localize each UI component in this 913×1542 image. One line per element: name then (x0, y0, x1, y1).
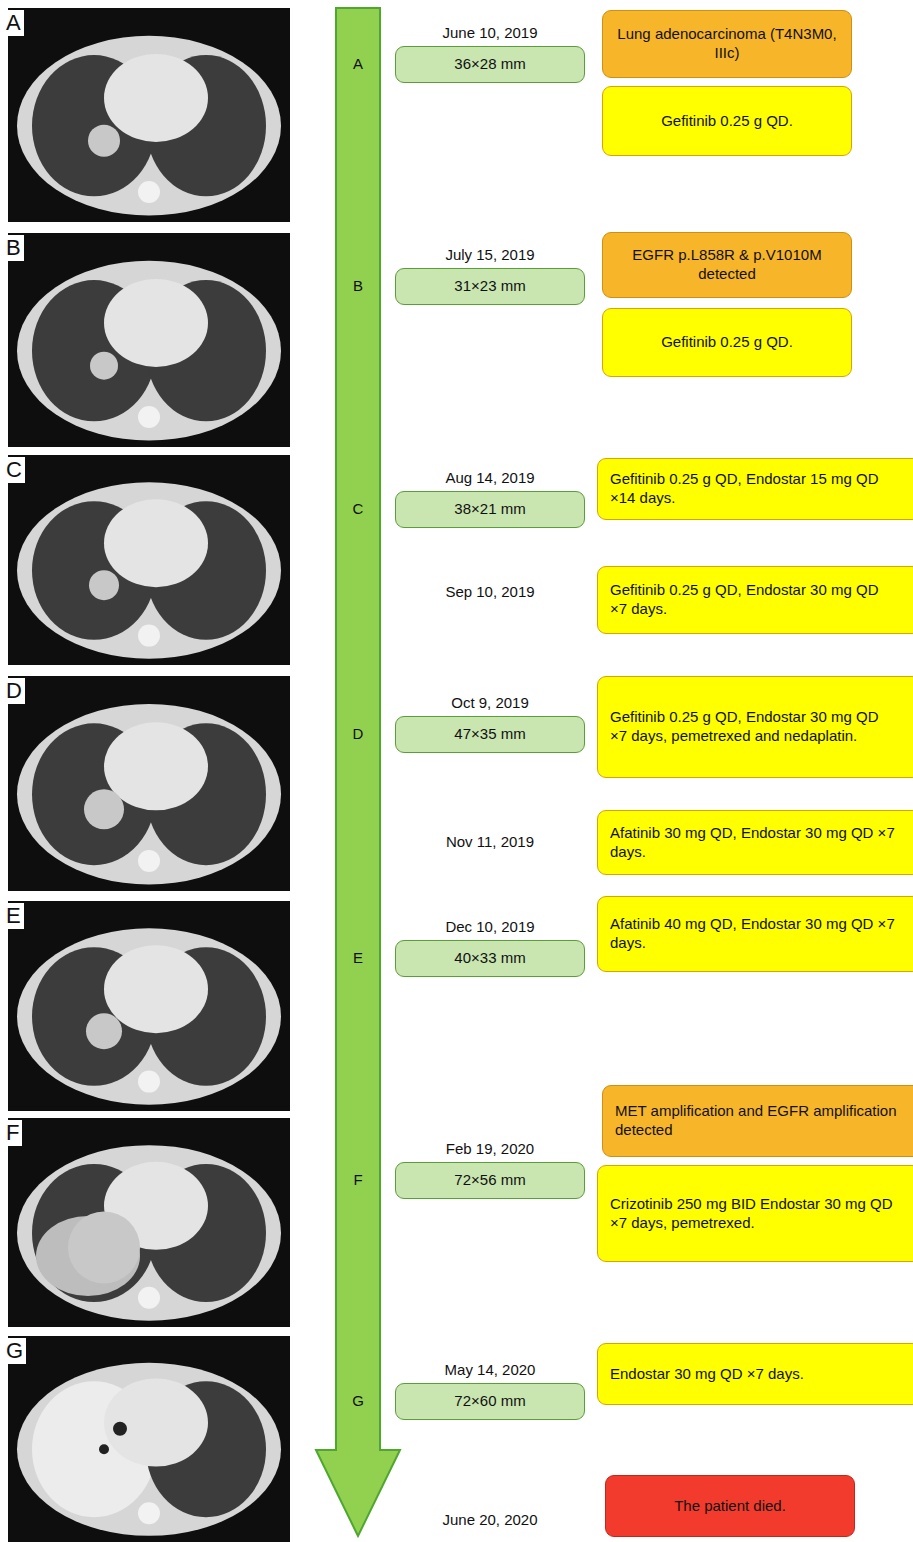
timeline-arrow (316, 8, 400, 1536)
treatment-box: Gefitinib 0.25 g QD, Endostar 15 mg QD ×… (597, 458, 913, 520)
panel-letter: F (3, 1120, 22, 1146)
date-label: June 20, 2020 (395, 1511, 585, 1529)
panel-letter: G (3, 1338, 26, 1364)
box-text: Gefitinib 0.25 g QD, Endostar 30 mg QD ×… (610, 708, 898, 746)
treatment-box: Gefitinib 0.25 g QD. (602, 86, 852, 156)
panel-letter: D (3, 678, 25, 704)
box-text: Afatinib 30 mg QD, Endostar 30 mg QD ×7 … (610, 824, 898, 862)
panel-letter: C (3, 457, 25, 483)
treatment-box: Gefitinib 0.25 g QD. (602, 308, 852, 377)
timeline-letter: A (338, 55, 378, 73)
ct-scan-image (8, 901, 290, 1111)
date-label: Sep 10, 2019 (395, 583, 585, 601)
box-text: MET amplification and EGFR amplification… (615, 1102, 903, 1140)
box-text: Gefitinib 0.25 g QD, Endostar 30 mg QD ×… (610, 581, 898, 619)
size-box: 38×21 mm (395, 491, 585, 528)
ct-scan-image (8, 1118, 290, 1327)
timeline-letter: D (338, 725, 378, 743)
ct-scan-image (8, 676, 290, 891)
size-box: 36×28 mm (395, 46, 585, 83)
size-box: 72×56 mm (395, 1162, 585, 1199)
date-label: Nov 11, 2019 (395, 833, 585, 851)
ct-scan-image (8, 455, 290, 665)
treatment-box: Afatinib 30 mg QD, Endostar 30 mg QD ×7 … (597, 810, 913, 875)
box-text: Gefitinib 0.25 g QD. (613, 112, 841, 131)
finding-box: Lung adenocarcinoma (T4N3M0, IIIc) (602, 10, 852, 78)
box-text: 72×56 mm (406, 1171, 574, 1190)
date-label: May 14, 2020 (395, 1361, 585, 1379)
outcome-box: The patient died. (605, 1475, 855, 1537)
panel-letter: B (3, 235, 24, 261)
date-label: July 15, 2019 (395, 246, 585, 264)
box-text: 36×28 mm (406, 55, 574, 74)
date-label: Dec 10, 2019 (395, 918, 585, 936)
treatment-box: Afatinib 40 mg QD, Endostar 30 mg QD ×7 … (597, 896, 913, 972)
box-text: 40×33 mm (406, 949, 574, 968)
box-text: 47×35 mm (406, 725, 574, 744)
ct-scan-image (8, 233, 290, 447)
box-text: 31×23 mm (406, 277, 574, 296)
box-text: Lung adenocarcinoma (T4N3M0, IIIc) (613, 25, 841, 63)
treatment-box: Endostar 30 mg QD ×7 days. (597, 1343, 913, 1405)
box-text: Gefitinib 0.25 g QD. (613, 333, 841, 352)
panel-letter: A (3, 10, 24, 36)
panel-letter: E (3, 903, 24, 929)
box-text: The patient died. (616, 1497, 844, 1516)
box-text: Afatinib 40 mg QD, Endostar 30 mg QD ×7 … (610, 915, 898, 953)
treatment-box: Gefitinib 0.25 g QD, Endostar 30 mg QD ×… (597, 566, 913, 634)
box-text: EGFR p.L858R & p.V1010M detected (613, 246, 841, 284)
timeline-letter: B (338, 277, 378, 295)
ct-scan-image (8, 8, 290, 222)
finding-box: EGFR p.L858R & p.V1010M detected (602, 232, 852, 298)
timeline-letter: C (338, 500, 378, 518)
timeline-letter: E (338, 949, 378, 967)
size-box: 31×23 mm (395, 268, 585, 305)
box-text: Crizotinib 250 mg BID Endostar 30 mg QD … (610, 1195, 898, 1233)
size-box: 47×35 mm (395, 716, 585, 753)
ct-scan-image (8, 1336, 290, 1542)
size-box: 72×60 mm (395, 1383, 585, 1420)
box-text: Endostar 30 mg QD ×7 days. (610, 1365, 898, 1384)
date-label: Oct 9, 2019 (395, 694, 585, 712)
box-text: 72×60 mm (406, 1392, 574, 1411)
date-label: Feb 19, 2020 (395, 1140, 585, 1158)
timeline-letter: F (338, 1171, 378, 1189)
treatment-box: Crizotinib 250 mg BID Endostar 30 mg QD … (597, 1165, 913, 1262)
size-box: 40×33 mm (395, 940, 585, 977)
box-text: 38×21 mm (406, 500, 574, 519)
finding-box: MET amplification and EGFR amplification… (602, 1085, 913, 1157)
date-label: June 10, 2019 (395, 24, 585, 42)
treatment-box: Gefitinib 0.25 g QD, Endostar 30 mg QD ×… (597, 676, 913, 778)
timeline-letter: G (338, 1392, 378, 1410)
date-label: Aug 14, 2019 (395, 469, 585, 487)
box-text: Gefitinib 0.25 g QD, Endostar 15 mg QD ×… (610, 470, 898, 508)
